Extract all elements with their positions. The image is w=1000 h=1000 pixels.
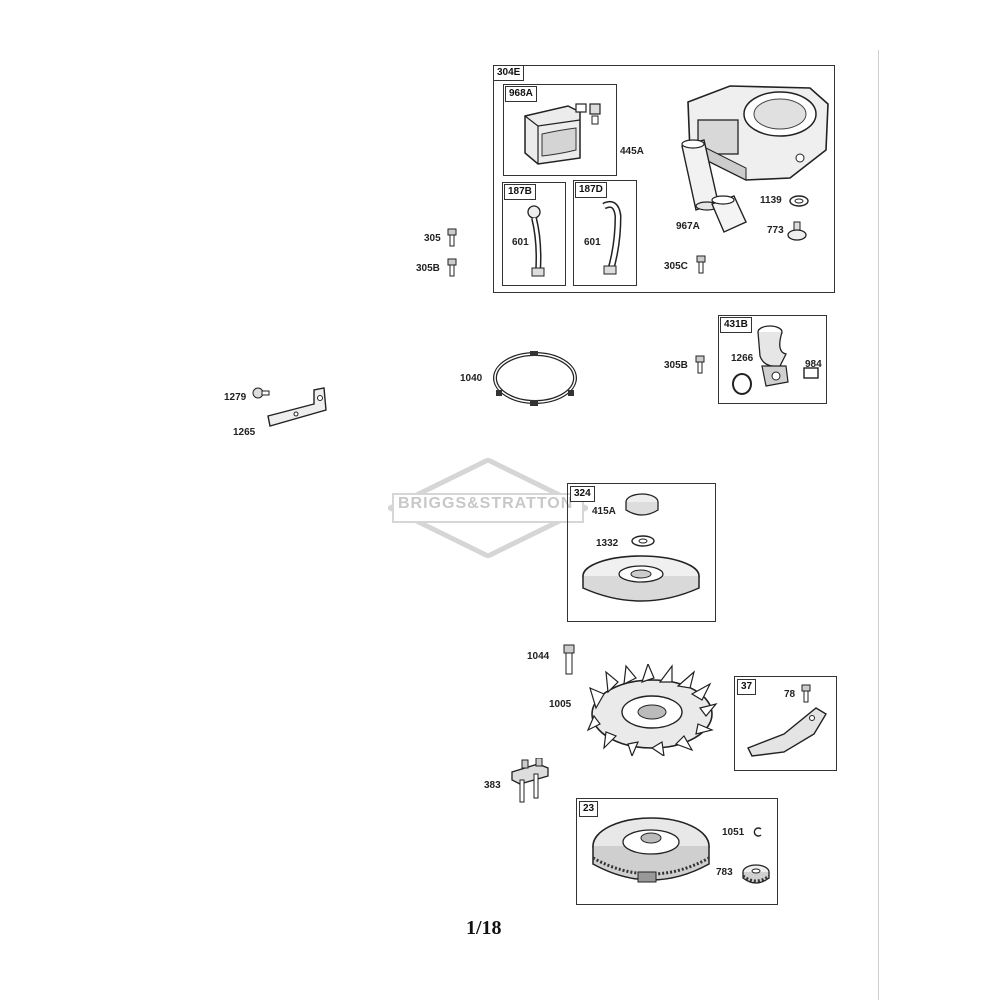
group-187B-tag: 187B [504,184,536,200]
group-304E-box [493,65,835,293]
group-431B-tag: 431B [720,317,752,333]
label-1051: 1051 [722,827,745,838]
label-783: 783 [716,867,733,878]
breather-tube-187B-part [527,205,545,277]
screw-78-part [801,684,811,703]
group-968A-box [503,84,617,176]
gear-783-part [742,864,770,884]
label-967A: 967A [676,221,700,232]
label-1266: 1266 [731,353,754,364]
group-304E-tag: 304E [493,65,525,81]
screw-305C-part [696,255,706,274]
label-415A: 415A [592,506,616,517]
screw-1279-part [252,387,270,399]
label-78: 78 [784,689,796,700]
page-number: 1/18 [466,917,502,939]
clip-1051-part [753,827,762,837]
cap-415A-part [625,493,659,516]
gasket-984-part [803,367,819,379]
label-601-b: 601 [584,237,601,248]
group-187D-box [573,180,637,286]
washer-1332-part [631,535,655,547]
bracket-383-part [511,758,549,803]
label-1265: 1265 [233,427,256,438]
label-305: 305 [424,233,441,244]
label-773: 773 [767,225,784,236]
label-1044: 1044 [527,651,550,662]
breather-tube-187D-part [602,200,622,275]
intake-elbow-431B-part [732,325,789,395]
group-324-box [567,483,716,622]
group-23-tag: 23 [579,801,599,817]
screw-305B-top-part [447,258,457,277]
label-1040: 1040 [460,373,483,384]
group-187D-tag: 187D [575,182,607,198]
filter-445A-part [681,139,719,211]
page-margin-line [878,50,879,1000]
label-305B-mid: 305B [664,360,688,371]
fan-1005-part [586,664,718,756]
label-984: 984 [805,359,822,370]
label-1005: 1005 [549,699,572,710]
label-445A: 445A [620,146,644,157]
label-305B-top: 305B [416,263,440,274]
knob-773-part [787,221,807,241]
bolt-1044-part [563,644,575,675]
watermark-text: BRIGGS&STRATTON [398,495,574,512]
screw-305B-mid-part [695,355,705,374]
group-968A-tag: 968A [505,86,537,102]
label-383: 383 [484,780,501,791]
label-305C: 305C [664,261,688,272]
label-1139: 1139 [760,195,782,206]
ring-1040-part [493,351,577,406]
screw-305-part [447,228,457,247]
flywheel-23-part [592,817,710,883]
pre-cleaner-967A-part [711,195,747,233]
group-324-tag: 324 [570,486,595,502]
shroud-37-part [747,707,827,757]
rewind-starter-plate-part [582,555,700,602]
bracket-1265-part [267,387,327,427]
label-601-a: 601 [512,237,529,248]
briggs-stratton-watermark-logo [388,458,588,558]
group-23-box [576,798,778,905]
group-37-tag: 37 [737,679,757,695]
label-1279: 1279 [224,392,247,403]
group-187B-box [502,182,566,286]
washer-1139-part [789,195,809,207]
air-filter-cover-part [524,103,601,165]
label-1332: 1332 [596,538,619,549]
group-431B-box [718,315,827,404]
group-37-box [734,676,837,771]
